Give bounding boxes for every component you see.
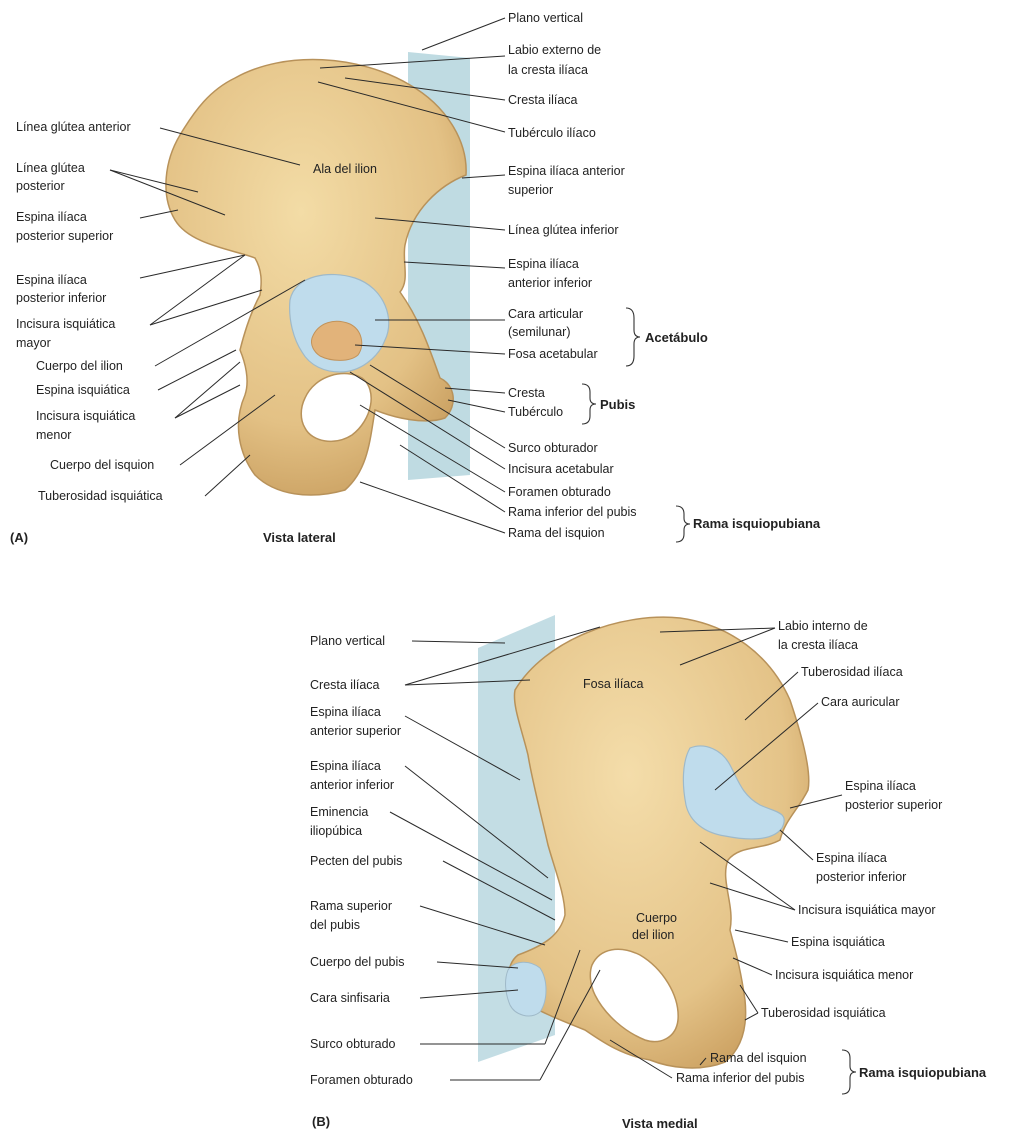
label-foramen-obturado-a: Foramen obturado [508, 485, 611, 499]
label-acetabulo: Acetábulo [645, 330, 708, 345]
label-plano-vertical-b: Plano vertical [310, 634, 385, 648]
label-incisura-acetabular: Incisura acetabular [508, 462, 614, 476]
label-tuberculo-iliaco: Tubérculo ilíaco [508, 126, 596, 140]
label-cara-articular-2: (semilunar) [508, 325, 571, 339]
acetabular-fossa [311, 321, 361, 360]
label-surco-obturador: Surco obturador [508, 441, 598, 455]
label-labio-externo-1: Labio externo de [508, 43, 601, 57]
label-espina-ant-inf-2-a: anterior inferior [508, 276, 592, 290]
label-tuberosidad-iliaca: Tuberosidad ilíaca [801, 665, 903, 679]
label-rama-sup-1: Rama superior [310, 899, 392, 913]
label-espina-post-inf-1-b: Espina ilíaca [816, 851, 887, 865]
label-espina-ant-inf-1-b: Espina ilíaca [310, 759, 381, 773]
label-eminencia-2: iliopúbica [310, 824, 362, 838]
label-pecten: Pecten del pubis [310, 854, 402, 868]
label-rama-inferior-pubis-a: Rama inferior del pubis [508, 505, 637, 519]
label-pubis: Pubis [600, 397, 635, 412]
panel-b-view-title: Vista medial [622, 1116, 698, 1131]
label-cuerpo-isquion: Cuerpo del isquion [50, 458, 154, 472]
label-linea-glutea-anterior: Línea glútea anterior [16, 120, 131, 134]
label-rama-isquiopubiana-b: Rama isquiopubiana [859, 1065, 987, 1080]
label-espina-post-sup-1-a: Espina ilíaca [16, 210, 87, 224]
fosa-iliaca-label: Fosa ilíaca [583, 677, 643, 691]
label-cara-articular-1: Cara articular [508, 307, 583, 321]
label-labio-interno-1: Labio interno de [778, 619, 868, 633]
label-espina-post-inf-1-a: Espina ilíaca [16, 273, 87, 287]
cuerpo-ilion-inner-1: Cuerpo [636, 911, 677, 925]
label-foramen-obturado-b: Foramen obturado [310, 1073, 413, 1087]
label-cresta: Cresta [508, 386, 545, 400]
label-labio-externo-2: la cresta ilíaca [508, 63, 588, 77]
label-eminencia-1: Eminencia [310, 805, 368, 819]
label-incisura-menor-2-a: menor [36, 428, 71, 442]
panel-b: Fosa ilíaca Cuerpo del ilion [310, 615, 987, 1131]
label-surco-obturado: Surco obturado [310, 1037, 396, 1051]
panel-b-tag: (B) [312, 1114, 330, 1129]
label-linea-glutea-inferior: Línea glútea inferior [508, 223, 619, 237]
panel-a-tag: (A) [10, 530, 28, 545]
label-rama-inferior-pubis-b: Rama inferior del pubis [676, 1071, 805, 1085]
brace-pubis [582, 384, 596, 424]
label-espina-post-inf-2-b: posterior inferior [816, 870, 906, 884]
label-cresta-iliaca-b: Cresta ilíaca [310, 678, 380, 692]
label-espina-isquiatica-a: Espina isquiática [36, 383, 130, 397]
label-cresta-iliaca-a: Cresta ilíaca [508, 93, 578, 107]
label-cuerpo-ilion-a: Cuerpo del ilion [36, 359, 123, 373]
labels-b-left: Plano vertical Cresta ilíaca Espina ilía… [310, 634, 413, 1087]
label-espina-isquiatica-b: Espina isquiática [791, 935, 885, 949]
label-incisura-menor-1-a: Incisura isquiática [36, 409, 135, 423]
label-tuberculo: Tubérculo [508, 405, 563, 419]
label-rama-sup-2: del pubis [310, 918, 360, 932]
brace-rama-isquiopubiana-b [842, 1050, 856, 1094]
label-incisura-menor-b: Incisura isquiática menor [775, 968, 913, 982]
panel-a: Ala del ilion [10, 11, 821, 545]
label-rama-isquion-b: Rama del isquion [710, 1051, 807, 1065]
brace-acetabulo [626, 308, 640, 366]
cuerpo-ilion-inner-2: del ilion [632, 928, 674, 942]
panel-a-view-title: Vista lateral [263, 530, 336, 545]
label-espina-post-sup-2-b: posterior superior [845, 798, 942, 812]
label-espina-post-sup-1-b: Espina ilíaca [845, 779, 916, 793]
label-fosa-acetabular: Fosa acetabular [508, 347, 598, 361]
label-tuberosidad-isquiatica-b: Tuberosidad isquiática [761, 1006, 886, 1020]
label-rama-isquiopubiana-a: Rama isquiopubiana [693, 516, 821, 531]
label-cara-sinfisaria: Cara sinfisaria [310, 991, 390, 1005]
label-espina-post-sup-2-a: posterior superior [16, 229, 113, 243]
label-linea-glutea-post-1: Línea glútea [16, 161, 85, 175]
label-espina-ant-inf-2-b: anterior inferior [310, 778, 394, 792]
label-cuerpo-pubis: Cuerpo del pubis [310, 955, 405, 969]
label-incisura-mayor-b: Incisura isquiática mayor [798, 903, 936, 917]
label-espina-ant-inf-1-a: Espina ilíaca [508, 257, 579, 271]
label-labio-interno-2: la cresta ilíaca [778, 638, 858, 652]
label-rama-isquion-a: Rama del isquion [508, 526, 605, 540]
label-espina-ant-sup-2-a: superior [508, 183, 553, 197]
ala-del-ilion-label: Ala del ilion [313, 162, 377, 176]
label-cara-auricular: Cara auricular [821, 695, 900, 709]
label-incisura-mayor-1-a: Incisura isquiática [16, 317, 115, 331]
label-espina-ant-sup-1-b: Espina ilíaca [310, 705, 381, 719]
label-tuberosidad-isquiatica-a: Tuberosidad isquiática [38, 489, 163, 503]
label-espina-post-inf-2-a: posterior inferior [16, 291, 106, 305]
label-incisura-mayor-2-a: mayor [16, 336, 51, 350]
labels-a-right: Plano vertical Labio externo de la crest… [508, 11, 821, 540]
label-espina-ant-sup-2-b: anterior superior [310, 724, 401, 738]
label-linea-glutea-post-2: posterior [16, 179, 65, 193]
brace-rama-isquiopubiana-a [676, 506, 690, 542]
label-espina-ant-sup-1-a: Espina ilíaca anterior [508, 164, 625, 178]
symphyseal-surface [506, 962, 546, 1016]
label-plano-vertical-a: Plano vertical [508, 11, 583, 25]
